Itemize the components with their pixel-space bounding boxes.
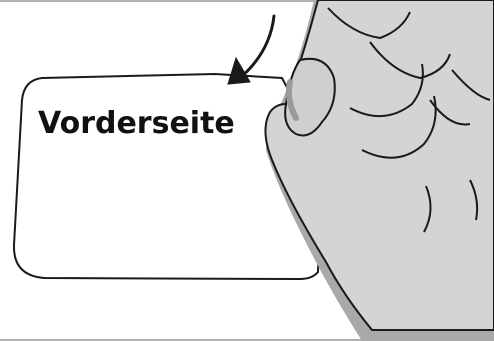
hand-fill [265,0,494,330]
curved-arrow-icon [228,16,274,84]
card-label: Vorderseite [38,106,235,141]
arrow-shaft [240,16,274,78]
hand-icon [265,0,494,341]
